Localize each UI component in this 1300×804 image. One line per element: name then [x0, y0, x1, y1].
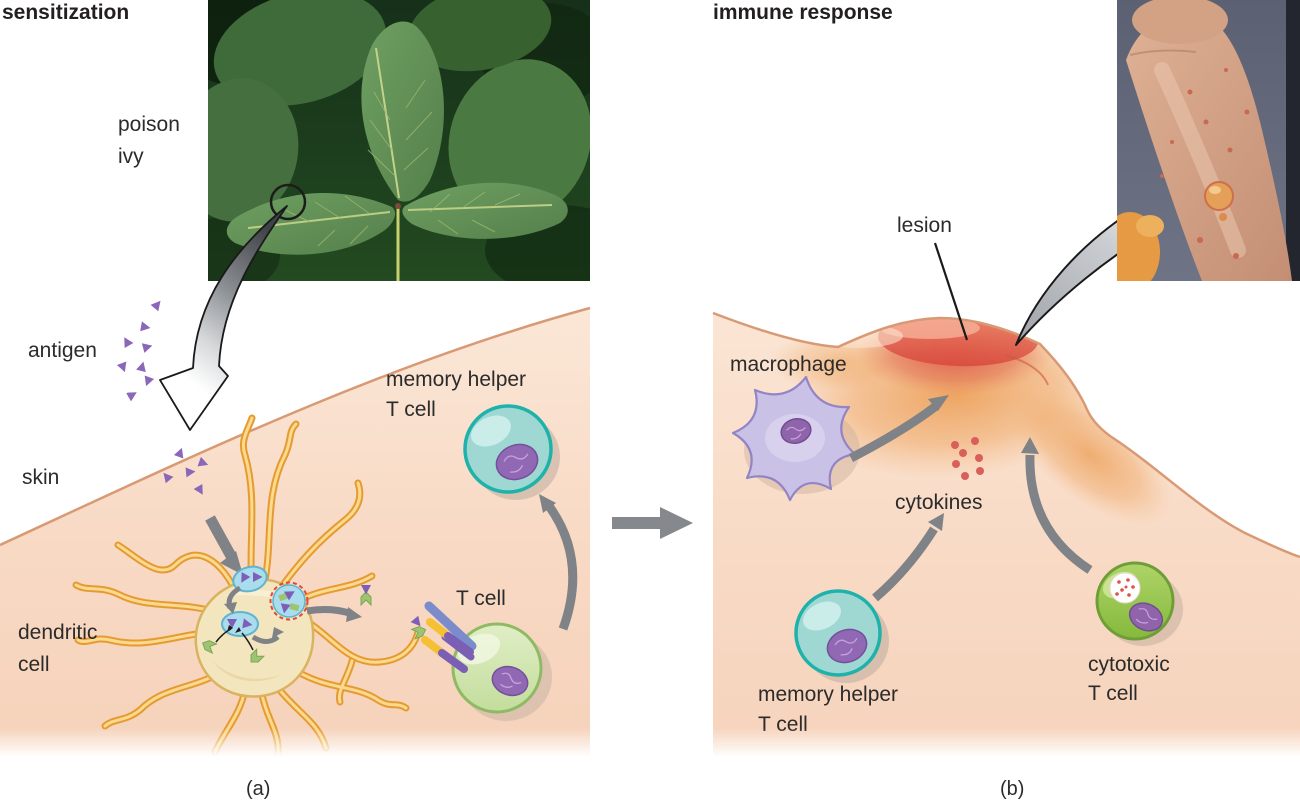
panel-a-sensitization: sensitization poison ivy antigen skin de… — [0, 0, 591, 760]
antigen-label: antigen — [28, 339, 97, 362]
memory-helper-nucleus-a — [495, 443, 539, 481]
panel-b-immune-response: immune response lesion macrophage cytoki… — [712, 0, 1300, 757]
cytotoxic-t-cell — [1095, 561, 1183, 646]
leaf-contact-circle — [269, 183, 307, 221]
phagosome-vesicle-2 — [221, 611, 259, 637]
t-cell-nucleus — [491, 665, 529, 697]
panel-transition-arrow — [612, 507, 693, 539]
cytokines-particles — [951, 437, 984, 480]
antigen-entry-arrow — [159, 205, 288, 431]
cytokines-label: cytokines — [895, 491, 983, 514]
cytotoxic-to-lesion-arrow — [1021, 437, 1093, 574]
t-cell — [421, 601, 552, 721]
panel-a-title: sensitization — [2, 1, 129, 24]
cytotoxic-label-line1: cytotoxic — [1088, 653, 1170, 676]
lesion-inflammation — [768, 313, 1173, 525]
activation-arrow — [539, 494, 578, 631]
poison-ivy-photo — [208, 0, 590, 281]
skin-label: skin — [22, 466, 59, 489]
dendritic-cell-label-line1: dendritic — [18, 621, 97, 644]
memory-helper-label-b-line1: memory helper — [758, 683, 898, 706]
macrophage-label: macrophage — [730, 353, 847, 376]
memory-helper-label-a-line1: memory helper — [386, 368, 526, 391]
macrophage-to-lesion-arrow — [848, 395, 949, 462]
panel-b-title: immune response — [713, 1, 893, 24]
rash-spots — [1160, 68, 1250, 259]
dendrites — [72, 414, 422, 760]
memory-helper-nucleus-b — [826, 628, 868, 664]
poison-ivy-label-line1: poison — [118, 113, 180, 136]
arm-blister — [1204, 181, 1234, 221]
lesion-pointer-line — [933, 242, 969, 341]
t-cell-label: T cell — [456, 587, 506, 610]
t-cell-receptors — [421, 601, 477, 673]
mhc-molecules — [200, 625, 265, 666]
mhc-loading-vesicle — [269, 581, 309, 621]
dendritic-cell — [72, 414, 428, 760]
lesion-label: lesion — [897, 214, 952, 237]
cytotoxic-label-line2: T cell — [1088, 682, 1138, 705]
caption-b: (b) — [1000, 778, 1024, 800]
memory-helper-label-a-line2: T cell — [386, 398, 436, 421]
bottom-fade — [0, 728, 1300, 762]
caption-a: (a) — [246, 778, 270, 800]
cytotoxic-nucleus — [1128, 602, 1164, 632]
macrophage-nucleus — [780, 418, 812, 444]
dendritic-cell-label-line2: cell — [18, 653, 50, 676]
mhc-export-arrow — [306, 606, 362, 622]
memory-helper-t-cell-a — [463, 404, 560, 500]
antigen-particles — [116, 297, 165, 402]
uptake-arrow — [205, 515, 243, 575]
cytotoxic-granule — [1109, 572, 1141, 604]
poison-ivy-label-line2: ivy — [118, 145, 144, 168]
bottom-margin — [0, 760, 1300, 804]
memory-helper-t-cell-b — [794, 589, 889, 683]
memory-to-cytokines-arrow — [872, 513, 944, 602]
arm-rash-photo — [1117, 0, 1300, 281]
macrophage — [731, 375, 860, 502]
